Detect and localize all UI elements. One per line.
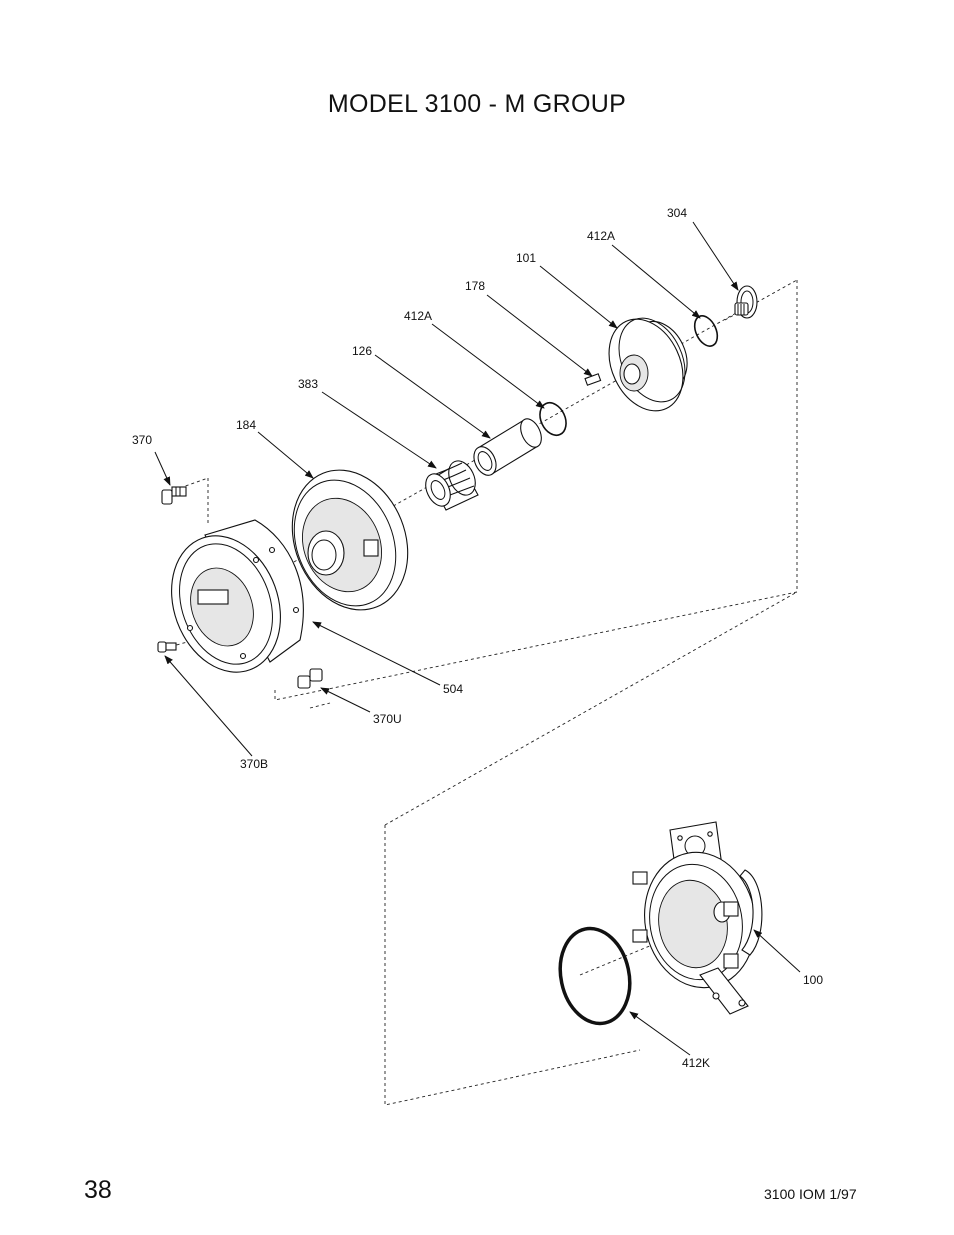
frame-adapter-504 (171, 519, 304, 673)
mechanical-seal-383 (425, 460, 479, 511)
callout-178: 178 (465, 279, 485, 293)
seal-chamber-cover-184 (291, 469, 409, 611)
impeller-bolt-304 (734, 285, 758, 319)
callout-100: 100 (803, 973, 823, 987)
callout-304: 304 (667, 206, 687, 220)
callout-leader-lines (154, 221, 801, 1056)
callout-412k: 412K (682, 1056, 710, 1070)
impeller-key-178 (584, 373, 602, 386)
document-reference: 3100 IOM 1/97 (764, 1186, 857, 1202)
callout-370u: 370U (373, 712, 402, 726)
shaft-sleeve-126 (473, 418, 542, 476)
callout-370: 370 (132, 433, 152, 447)
callout-412a-middle: 412A (404, 309, 432, 323)
callout-184: 184 (236, 418, 256, 432)
callout-370b: 370B (240, 757, 268, 771)
callout-383: 383 (298, 377, 318, 391)
page-title: MODEL 3100 - M GROUP (327, 90, 627, 118)
page-number: 38 (84, 1176, 112, 1204)
cap-screw-370 (161, 486, 187, 505)
callout-101: 101 (516, 251, 536, 265)
callout-504: 504 (443, 682, 463, 696)
cap-screw-370u (297, 668, 323, 689)
cap-screw-370b (157, 641, 177, 653)
callout-412a-upper: 412A (587, 229, 615, 243)
casing-100 (632, 821, 763, 1015)
casing-o-ring-412k (558, 926, 632, 1026)
callout-126: 126 (352, 344, 372, 358)
impeller-101 (608, 317, 688, 412)
o-ring-412a-middle (539, 401, 567, 437)
o-ring-412a-upper (693, 315, 719, 347)
